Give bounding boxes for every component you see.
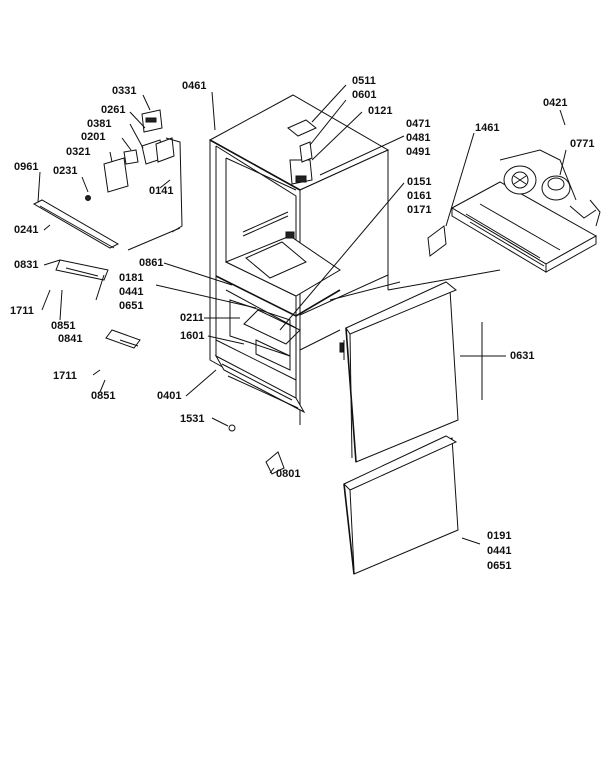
part-0801-shape bbox=[265, 451, 285, 475]
part-label-0141: 0141 bbox=[149, 185, 174, 197]
part-label-0401: 0401 bbox=[157, 390, 182, 402]
part-label-0441-lower: 0441 bbox=[487, 545, 512, 557]
part-label-0481: 0481 bbox=[406, 132, 431, 144]
part-label-0241: 0241 bbox=[14, 224, 39, 236]
part-label-0631: 0631 bbox=[510, 350, 535, 362]
part-label-0491: 0491 bbox=[406, 146, 431, 158]
compressor-platform bbox=[450, 149, 601, 273]
part-label-0191: 0191 bbox=[487, 530, 512, 542]
left-brackets bbox=[32, 199, 141, 349]
part-label-0861: 0861 bbox=[139, 257, 164, 269]
lower-door-drawing bbox=[343, 435, 459, 575]
part-label-0651-upper: 0651 bbox=[119, 300, 144, 312]
control-components bbox=[85, 109, 183, 233]
part-label-0831: 0831 bbox=[14, 259, 39, 271]
part-label-0211: 0211 bbox=[180, 312, 204, 324]
part-label-0471: 0471 bbox=[406, 118, 431, 130]
part-label-0231: 0231 bbox=[53, 165, 78, 177]
part-label-0321: 0321 bbox=[66, 146, 91, 158]
part-label-1461: 1461 bbox=[475, 122, 500, 134]
part-label-1711-upper: 1711 bbox=[10, 305, 34, 317]
part-label-0421: 0421 bbox=[543, 97, 568, 109]
part-1531-shape bbox=[228, 424, 236, 432]
part-label-0161: 0161 bbox=[407, 190, 432, 202]
part-label-0461: 0461 bbox=[182, 80, 207, 92]
part-label-0601: 0601 bbox=[352, 89, 377, 101]
part-label-1711-lower: 1711 bbox=[53, 370, 77, 382]
part-label-1601: 1601 bbox=[180, 330, 205, 342]
part-label-0801: 0801 bbox=[276, 468, 301, 480]
part-1461-shape bbox=[427, 225, 447, 257]
part-label-0441-upper: 0441 bbox=[119, 286, 144, 298]
part-label-0511: 0511 bbox=[352, 75, 376, 87]
part-label-0181: 0181 bbox=[119, 272, 144, 284]
upper-door-drawing bbox=[339, 281, 459, 463]
part-label-0771: 0771 bbox=[570, 138, 595, 150]
leader-lines bbox=[37, 84, 567, 545]
part-label-1531: 1531 bbox=[180, 413, 205, 425]
part-label-0651-lower: 0651 bbox=[487, 560, 512, 572]
part-label-0261: 0261 bbox=[101, 104, 126, 116]
part-label-0171: 0171 bbox=[407, 204, 432, 216]
cabinet-drawing bbox=[208, 94, 390, 425]
part-label-0151: 0151 bbox=[407, 176, 432, 188]
part-label-0201: 0201 bbox=[81, 131, 106, 143]
part-label-0121: 0121 bbox=[368, 105, 393, 117]
part-label-0381: 0381 bbox=[87, 118, 112, 130]
part-label-0851-lower: 0851 bbox=[91, 390, 116, 402]
part-label-0331: 0331 bbox=[112, 85, 137, 97]
part-label-0961: 0961 bbox=[14, 161, 39, 173]
part-label-0841: 0841 bbox=[58, 333, 83, 345]
part-label-0851-upper: 0851 bbox=[51, 320, 76, 332]
